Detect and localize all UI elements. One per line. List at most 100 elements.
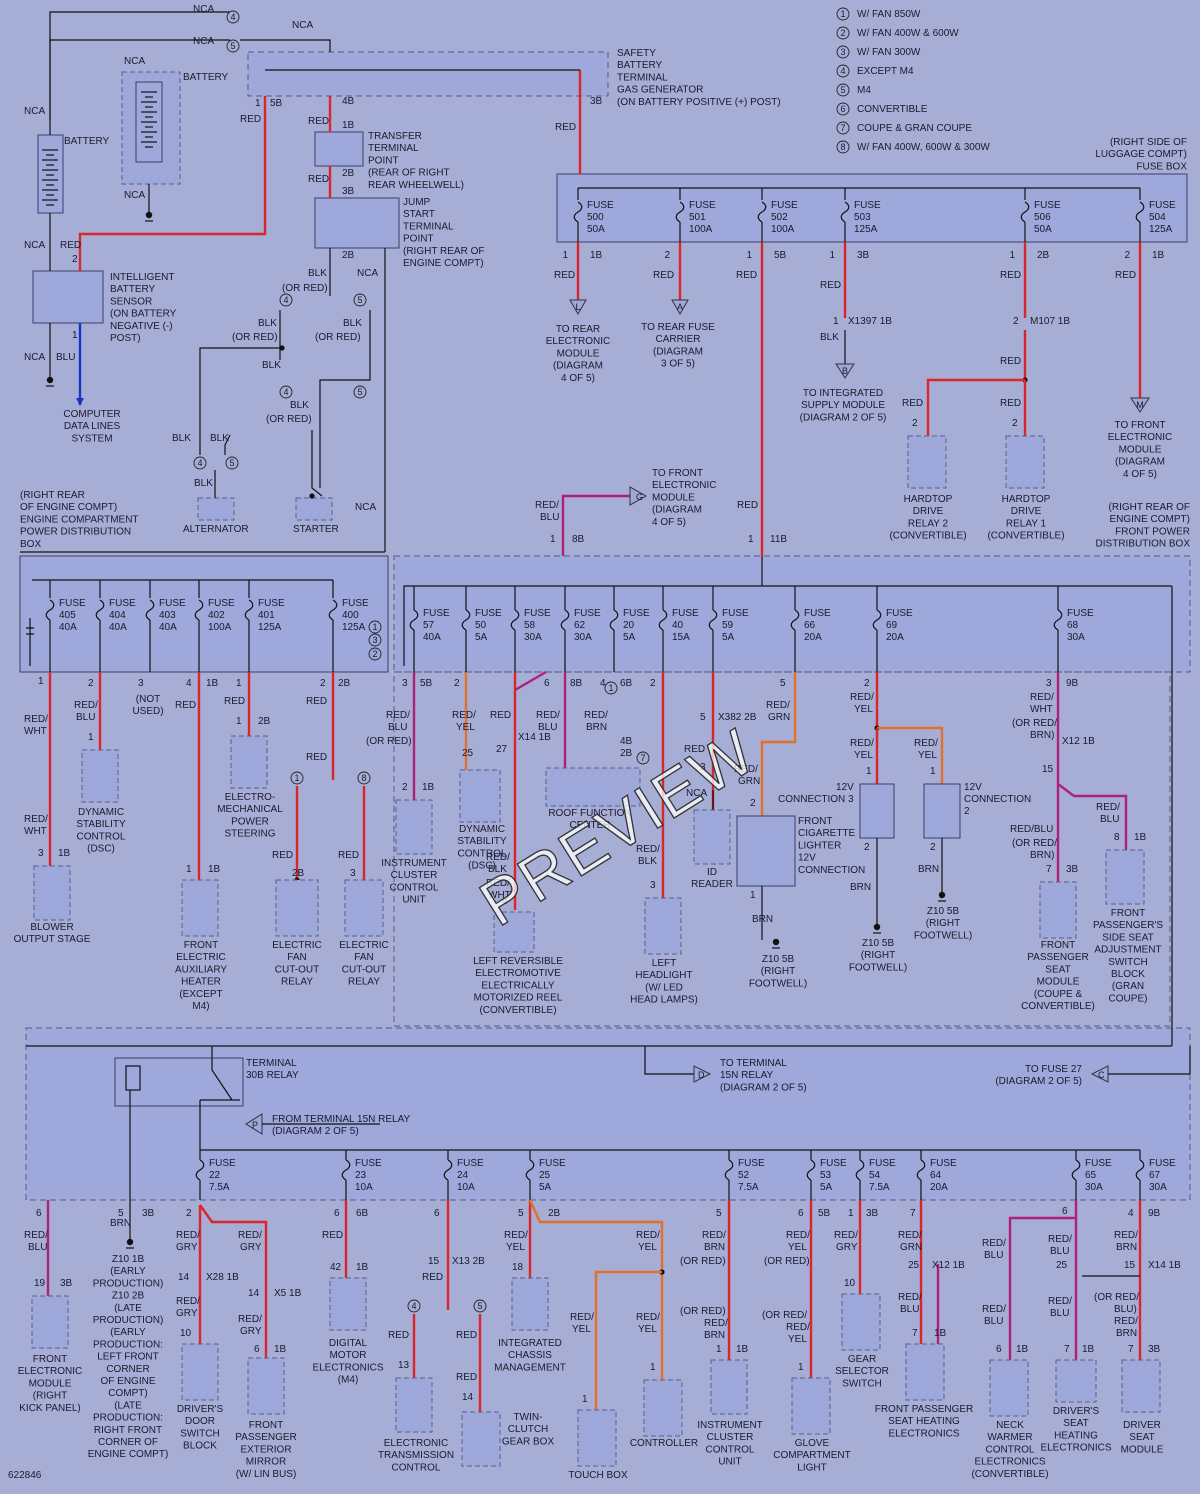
- bottom-fuse-amp: 10A: [355, 1182, 373, 1193]
- label: BRN: [1116, 1242, 1137, 1253]
- component-label: CUT-OUT: [275, 964, 319, 975]
- label: (OR RED): [764, 1256, 810, 1267]
- front-passenger-seat-heating: [905, 1343, 945, 1401]
- label: 8B: [572, 534, 585, 545]
- label: 3: [138, 678, 144, 689]
- top-fuse-amp: 100A: [771, 224, 795, 235]
- label: 4: [1128, 1208, 1134, 1219]
- drivers-door-switch-block: [181, 1343, 219, 1401]
- component-label: (RIGHT REAR: [20, 490, 85, 501]
- component-label: LEFT REVERSIBLE: [473, 956, 563, 967]
- label: (OR RED): [680, 1306, 726, 1317]
- label: 1: [236, 678, 242, 689]
- mid-fuse-name: FUSE: [475, 608, 502, 619]
- legend-text: EXCEPT M4: [857, 66, 914, 77]
- mid-fuse-name: FUSE: [672, 608, 699, 619]
- driver-seat-module: [1121, 1359, 1161, 1413]
- label: YEL: [854, 750, 873, 761]
- label: 6: [434, 1208, 440, 1219]
- label: RED/: [584, 710, 608, 721]
- label: GRY: [176, 1308, 198, 1319]
- bottom-fuse-num: 52: [738, 1170, 750, 1181]
- component-label: (DIAGRAM 2 OF 5): [720, 1082, 807, 1093]
- mid-fuse-name: FUSE: [574, 608, 601, 619]
- label: 2: [1012, 418, 1018, 429]
- fuse-icon: [525, 1159, 535, 1181]
- left-fuse-num: 402: [208, 610, 225, 621]
- mid-fuse-amp: 5A: [623, 632, 636, 643]
- component-label: (W/ LED: [645, 982, 683, 993]
- top-fuse-num: 502: [771, 212, 788, 223]
- label: YEL: [854, 704, 873, 715]
- label: 1B: [342, 120, 355, 131]
- bottom-fuse-num: 22: [209, 1170, 221, 1181]
- top-fuse-name: FUSE: [689, 200, 716, 211]
- label: RED: [736, 270, 757, 281]
- label: X1397 1B: [848, 316, 892, 327]
- label: 6: [544, 678, 550, 689]
- drivers-seat-heating: [1055, 1359, 1097, 1403]
- note-number: 1: [294, 773, 299, 783]
- component-label: MODULE: [652, 492, 695, 503]
- wire: [199, 1204, 268, 1358]
- label: 14: [178, 1272, 190, 1283]
- component-label: GLOVE: [795, 1438, 830, 1449]
- label: GRY: [176, 1242, 198, 1253]
- component-label: STABILITY: [76, 819, 126, 830]
- label: 5: [518, 1208, 524, 1219]
- fuse-icon: [806, 1159, 816, 1181]
- component-label: MOTOR: [329, 1350, 366, 1361]
- label: RED/: [176, 1296, 200, 1307]
- label: BLU: [388, 722, 407, 733]
- fuse-icon: [1020, 201, 1030, 223]
- component-label: BATTERY: [110, 284, 156, 295]
- label: BLK: [172, 433, 191, 444]
- id-reader: [693, 809, 731, 865]
- label: 1: [1009, 250, 1015, 261]
- component-label: COMPT): [108, 1388, 147, 1399]
- note-circle-icon: [225, 456, 239, 470]
- component-label: ELECTRONICS: [312, 1362, 383, 1373]
- label: RED/: [1114, 1316, 1138, 1327]
- mid-fuse-name: FUSE: [804, 608, 831, 619]
- bottom-fuse-num: 24: [457, 1170, 469, 1181]
- component-label: ADJUSTMENT: [1094, 945, 1161, 956]
- mid-fuse-amp: 30A: [1067, 632, 1085, 643]
- component-label: PASSENGER: [1027, 952, 1089, 963]
- component-label: MODULE: [1037, 977, 1080, 988]
- wire: [1057, 783, 1128, 850]
- top-fuse-name: FUSE: [1149, 200, 1176, 211]
- label: 1B: [1016, 1344, 1029, 1355]
- component-label: Z10 1B: [112, 1254, 145, 1265]
- label: 3: [1046, 678, 1052, 689]
- mid-fuse-num: 50: [475, 620, 487, 631]
- note-number: 4: [283, 387, 288, 397]
- label: RED/: [238, 1314, 262, 1325]
- front-pdb-extension: [393, 671, 1171, 1027]
- component-label: COMPARTMENT: [773, 1450, 850, 1461]
- label: 2: [964, 806, 970, 817]
- label: RED/: [734, 764, 758, 775]
- fuse-icon: [461, 609, 471, 631]
- label: RED: [1000, 356, 1021, 367]
- bottom-distribution-zone: [25, 1027, 1191, 1201]
- label: 9B: [1148, 1208, 1161, 1219]
- mid-fuse-num: 62: [574, 620, 586, 631]
- component-label: PRODUCTION): [93, 1278, 164, 1289]
- label: BLU: [56, 352, 75, 363]
- component-label: (RIGHT: [861, 950, 895, 961]
- label: 6B: [620, 678, 633, 689]
- component-label: DRIVE: [1011, 506, 1042, 517]
- label: WHT: [1030, 704, 1053, 715]
- component-label: OF ENGINE: [100, 1376, 155, 1387]
- label: 1: [72, 330, 78, 341]
- note-number: 4: [230, 12, 235, 22]
- label: 1B: [736, 1344, 749, 1355]
- label: X382 2B: [718, 712, 757, 723]
- component-label: (LATE: [114, 1400, 142, 1411]
- fuse-icon: [194, 599, 204, 621]
- component-label: TRANSMISSION: [378, 1450, 454, 1461]
- component-label: FRONT POWER: [1115, 526, 1190, 537]
- label: 1: [833, 316, 839, 327]
- intelligent-battery-sensor: [32, 270, 104, 324]
